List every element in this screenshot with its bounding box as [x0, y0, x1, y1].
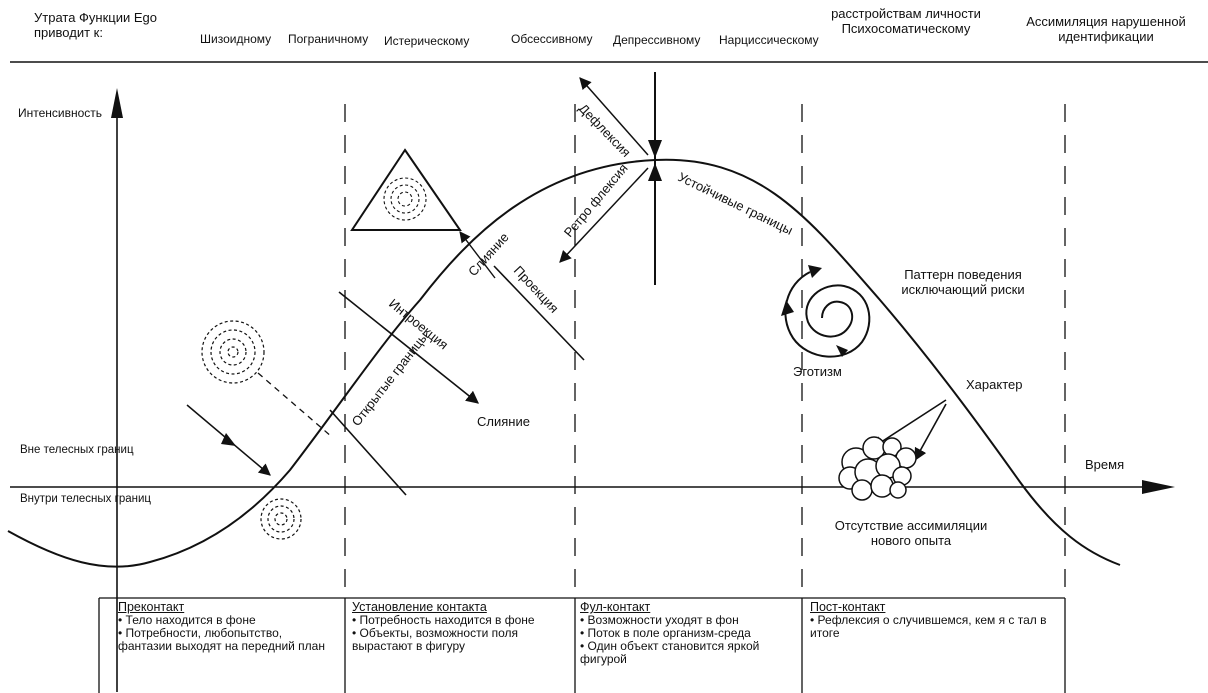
outside-borders-label: Вне телесных границ — [20, 444, 134, 456]
phase-contact-item: Потребность находится в фоне — [352, 614, 568, 627]
outside-borders-label-text: Вне телесных границ — [20, 444, 134, 456]
deflection-arrow-icon — [648, 140, 662, 158]
stable-borders-label: Устойчивые границы — [676, 169, 796, 238]
spiral-need-icon — [201, 320, 265, 384]
egotism-spiral-icon — [784, 271, 871, 358]
x-axis-arrow-icon — [1142, 480, 1175, 494]
character-label: Характер — [966, 377, 1022, 392]
open-borders-line — [329, 409, 407, 496]
phase-full-contact-item: Возможности уходят в фон — [580, 614, 796, 627]
phase-full-contact: Фул-контакт Возможности уходят в фон Пот… — [576, 598, 800, 693]
phase-contact-title: Установление контакта — [352, 600, 487, 614]
deflection-label: Дефлексия — [576, 101, 634, 160]
header-col-schizoid: Шизоидному — [200, 32, 272, 46]
phase-precontact-item: Тело находится в фоне — [118, 614, 338, 627]
confluence-bottom-label: Слияние — [477, 414, 530, 429]
header-col-depressive: Депрессивному — [613, 33, 701, 47]
egotism-arrow-bottom-icon — [836, 345, 848, 357]
header-assimilation: Ассимиляция нарушенной идентификации — [1026, 14, 1186, 44]
phase-post-contact-item: Рефлексия о случившемся, кем я с тал в и… — [810, 614, 1058, 640]
header-psychosomatic: расстройствам личности Психосоматическом… — [831, 6, 981, 36]
deflection-arrow — [579, 77, 649, 156]
phase-precontact-title: Преконтакт — [118, 600, 185, 614]
header-col-narcissistic: Нарциссическому — [719, 33, 819, 47]
y-axis-arrow-icon — [111, 88, 123, 118]
header-col-hysterical: Истерическому — [384, 34, 470, 48]
retroflection-arrow — [559, 167, 649, 263]
projection-line — [493, 265, 585, 361]
phase-full-contact-item: Поток в поле организм-среда — [580, 627, 796, 640]
excitation-arrow-mid-icon — [221, 433, 236, 446]
phase-full-contact-item: Один объект становится яркой фигурой — [580, 640, 796, 666]
confluence-arrow — [459, 231, 496, 279]
phase-contact: Установление контакта Потребность находи… — [348, 598, 572, 693]
dashed-connector — [257, 372, 333, 438]
triangle-figure-icon — [350, 148, 462, 231]
contact-curve — [7, 158, 1121, 568]
phase-post-contact-title: Пост-контакт — [810, 600, 886, 614]
introjection-arrow — [338, 291, 480, 404]
phase-contact-item: Объекты, возможности поля вырастают в фи… — [352, 627, 568, 653]
retroflection-arrow-icon — [648, 163, 662, 181]
bubble-cluster-icon — [838, 436, 917, 501]
confluence-top-label: Слияние — [465, 230, 512, 279]
phase-precontact: Преконтакт Тело находится в фоне Потребн… — [114, 598, 342, 693]
inside-borders-label: Внутри телесных границ — [20, 493, 151, 505]
phase-precontact-item: Потребности, любопытство, фантазии выход… — [118, 627, 338, 653]
risk-pattern-label: Паттерн поведения исключающий риски — [901, 267, 1025, 297]
no-assimilation-label: Отсутствие ассимиляции нового опыта — [834, 518, 988, 548]
open-borders-label: Открытые границы — [349, 329, 432, 429]
x-axis-label: Время — [1085, 457, 1124, 472]
egotism-arrow-left-icon — [781, 300, 794, 316]
egotism-label: Эготизм — [793, 364, 842, 379]
egotism-arrow-top-icon — [808, 265, 822, 278]
phase-full-contact-title: Фул-контакт — [580, 600, 651, 614]
y-axis-label: Интенсивность — [18, 106, 102, 120]
inside-borders-label-text: Внутри телесных границ — [20, 493, 151, 505]
spiral-body-icon — [260, 498, 302, 540]
header-col-obsessive: Обсессивному — [511, 32, 593, 46]
character-arrow-2 — [914, 403, 947, 462]
character-arrow-1 — [870, 399, 947, 449]
triangle-spiral-icon — [383, 177, 427, 221]
header-col-borderline: Пограничному — [288, 32, 369, 46]
retroflection-label: Ретро флексия — [561, 161, 631, 240]
projection-label: Проекция — [511, 263, 562, 316]
header-loss-label: Утрата Функции Ego приводит к: — [34, 10, 157, 40]
phase-post-contact: Пост-контакт Рефлексия о случившемся, ке… — [806, 598, 1062, 693]
